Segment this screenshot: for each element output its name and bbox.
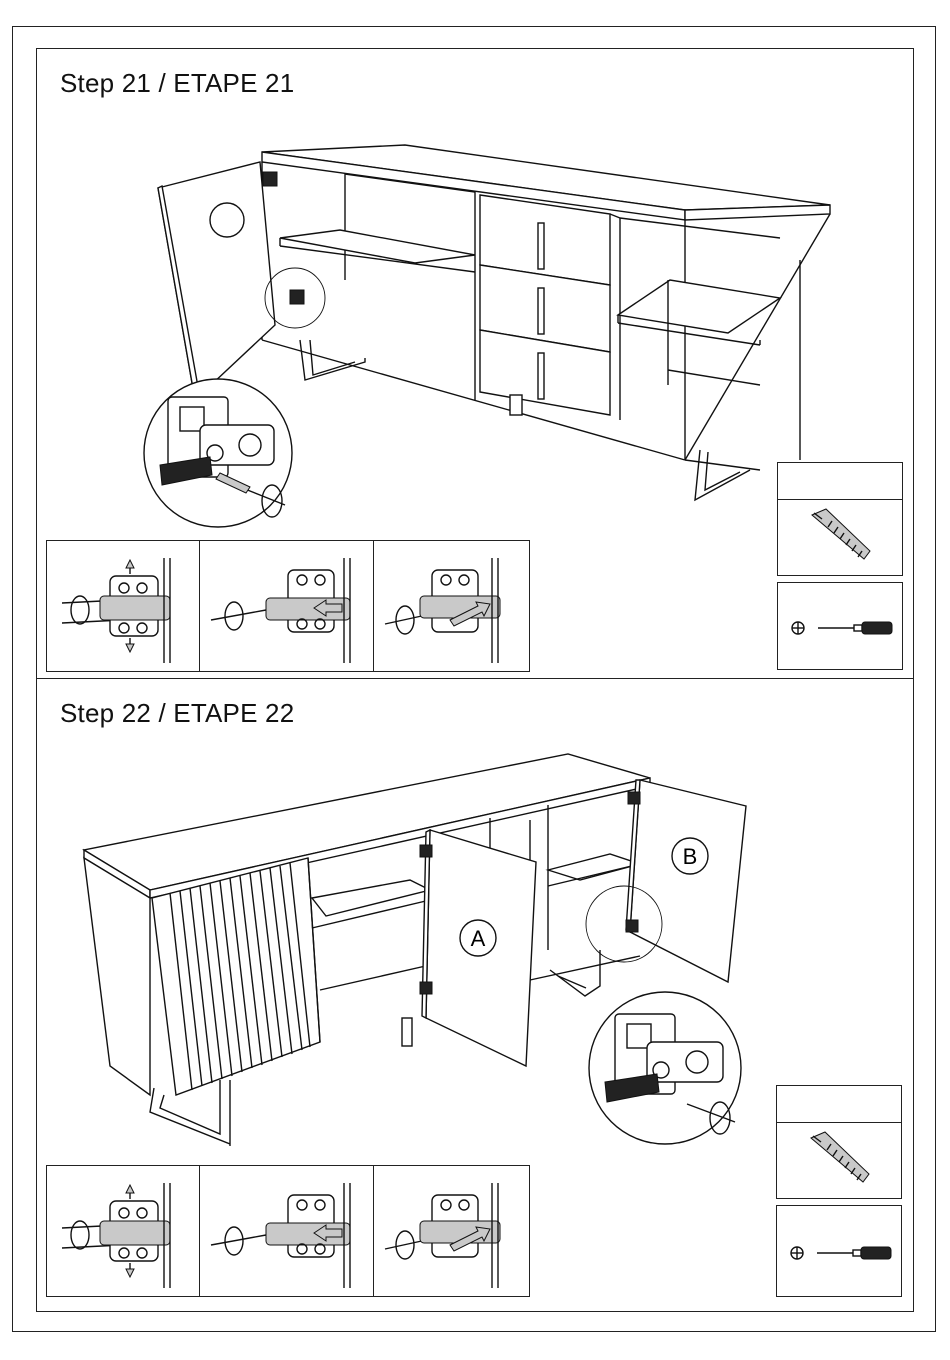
step-22-tool-box: [776, 1205, 902, 1297]
step-22-screw-box: [776, 1085, 902, 1199]
screw-icon: [808, 505, 878, 565]
hinge-adjust-vertical-illustration: [52, 1173, 192, 1291]
panel-divider: [199, 540, 200, 672]
step-22-hinge-detail: [585, 990, 750, 1150]
step-21-screw-box: [777, 462, 903, 576]
step-21-tool-box: [777, 582, 903, 670]
screw-icon: [807, 1128, 877, 1188]
door-a-label: A: [471, 926, 486, 951]
step-21-hinge-detail: [140, 375, 300, 535]
door-b-label: B: [683, 844, 698, 869]
step-22-title: Step 22 / ETAPE 22: [60, 698, 294, 729]
step-21-title: Step 21 / ETAPE 21: [60, 68, 294, 99]
hinge-adjust-lateral-illustration: [380, 548, 525, 666]
hinge-adjust-depth-illustration: [206, 548, 366, 666]
phillips-screwdriver-icon: [787, 1242, 897, 1264]
panel-divider: [199, 1165, 200, 1297]
hinge-adjust-lateral-illustration: [380, 1173, 525, 1291]
panel-divider: [373, 1165, 374, 1297]
panel-divider: [373, 540, 374, 672]
hinge-adjust-depth-illustration: [206, 1173, 366, 1291]
hinge-adjust-vertical-illustration: [52, 548, 192, 666]
step-divider: [36, 678, 914, 679]
phillips-screwdriver-icon: [788, 617, 898, 639]
